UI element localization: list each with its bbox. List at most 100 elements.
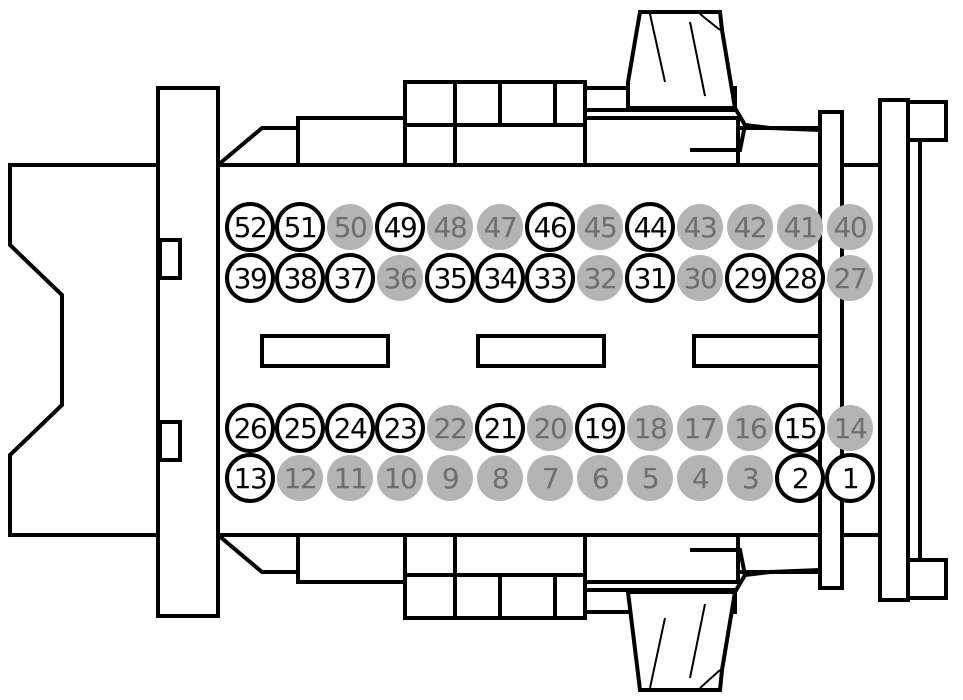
pin-9: 9: [427, 455, 473, 501]
pin-cavity-populated: [775, 253, 825, 303]
latch-bump-upper: [158, 238, 182, 280]
pin-number-label: 33: [534, 262, 567, 295]
pin-number-label: 20: [534, 412, 567, 445]
bottom-lever: [625, 590, 738, 692]
pin-number-label: 17: [684, 412, 717, 445]
pin-28: 28: [775, 253, 825, 303]
pin-cavity-populated: [525, 202, 575, 252]
pin-2: 2: [775, 453, 825, 503]
pin-15: 15: [775, 403, 825, 453]
pin-10: 10: [377, 455, 423, 501]
pin-cavity-empty: [777, 204, 823, 250]
pin-cavity-empty: [677, 455, 723, 501]
pin-cavity-empty: [827, 405, 873, 451]
connector-housing: [8, 10, 948, 692]
pin-12: 12: [277, 455, 323, 501]
pin-number-label: 4: [692, 462, 709, 495]
pin-number-label: 25: [284, 412, 317, 445]
key-slot-right: [692, 334, 822, 368]
pin-52: 52: [225, 202, 275, 252]
pin-cavity-populated: [775, 403, 825, 453]
end-tab-bottom: [906, 558, 948, 600]
pin-number-label: 30: [684, 262, 717, 295]
pin-14: 14: [827, 405, 873, 451]
pin-cavity-populated: [325, 403, 375, 453]
pin-43: 43: [677, 204, 723, 250]
pin-6: 6: [577, 455, 623, 501]
pin-number-label: 28: [784, 262, 817, 295]
pin-3: 3: [727, 455, 773, 501]
pin-49: 49: [375, 202, 425, 252]
pin-29: 29: [725, 253, 775, 303]
pin-number-label: 26: [234, 412, 267, 445]
pin-cavity-empty: [727, 455, 773, 501]
pin-number-label: 46: [534, 211, 567, 244]
pin-cavity-populated: [375, 202, 425, 252]
pin-38: 38: [275, 253, 325, 303]
pin-number-label: 52: [234, 211, 267, 244]
pin-cavity-empty: [827, 255, 873, 301]
pin-48: 48: [427, 204, 473, 250]
pin-number-label: 45: [584, 211, 617, 244]
pin-number-label: 51: [284, 211, 317, 244]
pin-41: 41: [777, 204, 823, 250]
pin-cavity-empty: [577, 455, 623, 501]
pin-31: 31: [625, 253, 675, 303]
pin-35: 35: [425, 253, 475, 303]
pin-number-label: 16: [734, 412, 767, 445]
cable-boot: [8, 163, 160, 537]
pin-cavity-populated: [475, 403, 525, 453]
pin-47: 47: [477, 204, 523, 250]
pin-cavity-empty: [427, 204, 473, 250]
key-slot-left: [260, 334, 390, 368]
pin-cavity-empty: [577, 255, 623, 301]
pin-18: 18: [627, 405, 673, 451]
pin-27: 27: [827, 255, 873, 301]
pin-number-label: 47: [484, 211, 517, 244]
pin-cavity-empty: [677, 255, 723, 301]
pin-number-label: 34: [484, 262, 517, 295]
pin-number-label: 2: [792, 462, 808, 495]
pin-cavity-empty: [727, 204, 773, 250]
pin-cavity-populated: [375, 403, 425, 453]
pin-24: 24: [325, 403, 375, 453]
pin-22: 22: [427, 405, 473, 451]
end-tab-top: [906, 100, 948, 142]
pin-cavity-empty: [527, 405, 573, 451]
pin-42: 42: [727, 204, 773, 250]
pin-34: 34: [475, 253, 525, 303]
pin-cavity-empty: [527, 455, 573, 501]
pin-cavity-empty: [427, 455, 473, 501]
pin-cavity-empty: [477, 455, 523, 501]
pin-cavity-empty: [277, 455, 323, 501]
pin-23: 23: [375, 403, 425, 453]
pin-cavity-populated: [575, 403, 625, 453]
pin-7: 7: [527, 455, 573, 501]
pin-cavity-empty: [577, 204, 623, 250]
pin-cavity-empty: [727, 405, 773, 451]
pin-32: 32: [577, 255, 623, 301]
pin-16: 16: [727, 405, 773, 451]
key-slot-center: [476, 334, 606, 368]
pin-number-label: 10: [384, 462, 417, 495]
pin-number-label: 24: [334, 412, 367, 445]
pin-cavity-empty: [327, 455, 373, 501]
pin-number-label: 36: [384, 262, 417, 295]
pin-number-label: 13: [234, 462, 267, 495]
end-cap-right: [878, 98, 910, 602]
latch-bump-lower: [158, 420, 182, 462]
pin-number-label: 19: [584, 412, 617, 445]
pin-26: 26: [225, 403, 275, 453]
body-flange: [156, 86, 220, 618]
pin-cavity-empty: [677, 204, 723, 250]
pin-number-label: 50: [334, 211, 367, 244]
pin-number-label: 15: [784, 412, 817, 445]
pin-number-label: 6: [592, 462, 609, 495]
pin-number-label: 1: [842, 462, 858, 495]
pin-11: 11: [327, 455, 373, 501]
pin-cavity-populated: [425, 253, 475, 303]
pin-cavity-empty: [627, 455, 673, 501]
pin-number-label: 32: [584, 262, 617, 295]
